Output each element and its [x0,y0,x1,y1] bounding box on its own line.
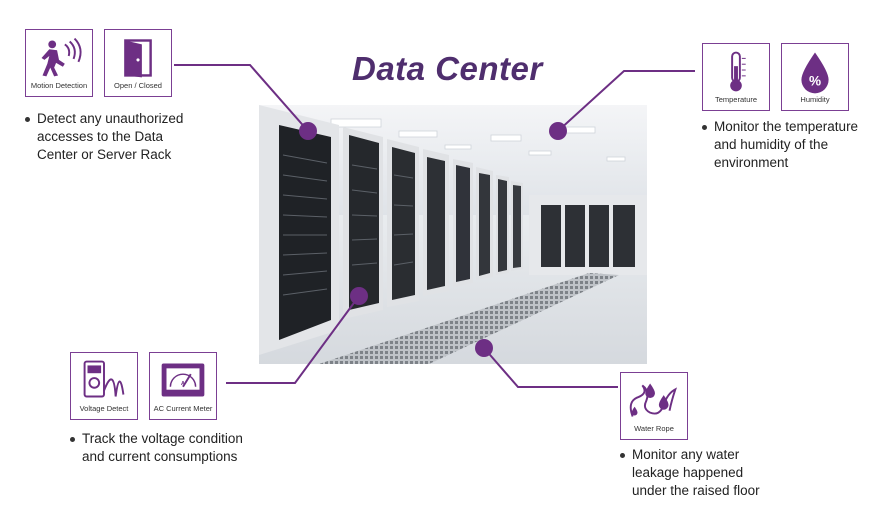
thermometer-icon [730,51,746,92]
icon-label: Water Rope [634,424,674,433]
temperature-card: Temperature [702,43,770,111]
server-room-photo [259,105,647,364]
bullet-dot [70,437,75,442]
access-description: Detect any unauthorized accesses to the … [25,110,183,164]
motion-detection-card: Motion Detection [25,29,93,97]
ac-current-meter-card: A AC Current Meter [149,352,217,420]
water-text: Monitor any water leakage happened under… [632,447,760,498]
water-rope-icon [629,383,678,417]
power-description: Track the voltage condition and current … [70,430,243,466]
icon-label: Temperature [714,95,758,104]
power-text: Track the voltage condition and current … [82,431,243,464]
icon-label: Open / Closed [114,81,162,90]
bullet-dot [620,453,625,458]
bullet-dot [702,125,707,130]
ac-meter-icon: A [161,363,205,397]
svg-text:%: % [809,74,821,89]
access-text: Detect any unauthorized accesses to the … [37,111,184,162]
water-description: Monitor any water leakage happened under… [620,446,760,500]
door-icon [124,39,152,78]
page-title: Data Center [352,50,543,87]
environment-text: Monitor the temperature and humidity of … [714,119,859,170]
open-closed-card: Open / Closed [104,29,172,97]
icon-label: Voltage Detect [79,404,129,413]
motion-detection-icon [41,37,82,77]
svg-text:A: A [181,381,186,387]
bullet-dot [25,117,30,122]
icon-label: Humidity [800,95,830,104]
voltage-detect-card: Voltage Detect [70,352,138,420]
icon-label: AC Current Meter [153,404,213,413]
multimeter-icon [83,360,125,398]
humidity-drop-icon: % [801,52,829,94]
icon-label: Motion Detection [30,81,88,90]
environment-description: Monitor the temperature and humidity of … [702,118,858,172]
water-rope-card: Water Rope [620,372,688,440]
humidity-card: % Humidity [781,43,849,111]
